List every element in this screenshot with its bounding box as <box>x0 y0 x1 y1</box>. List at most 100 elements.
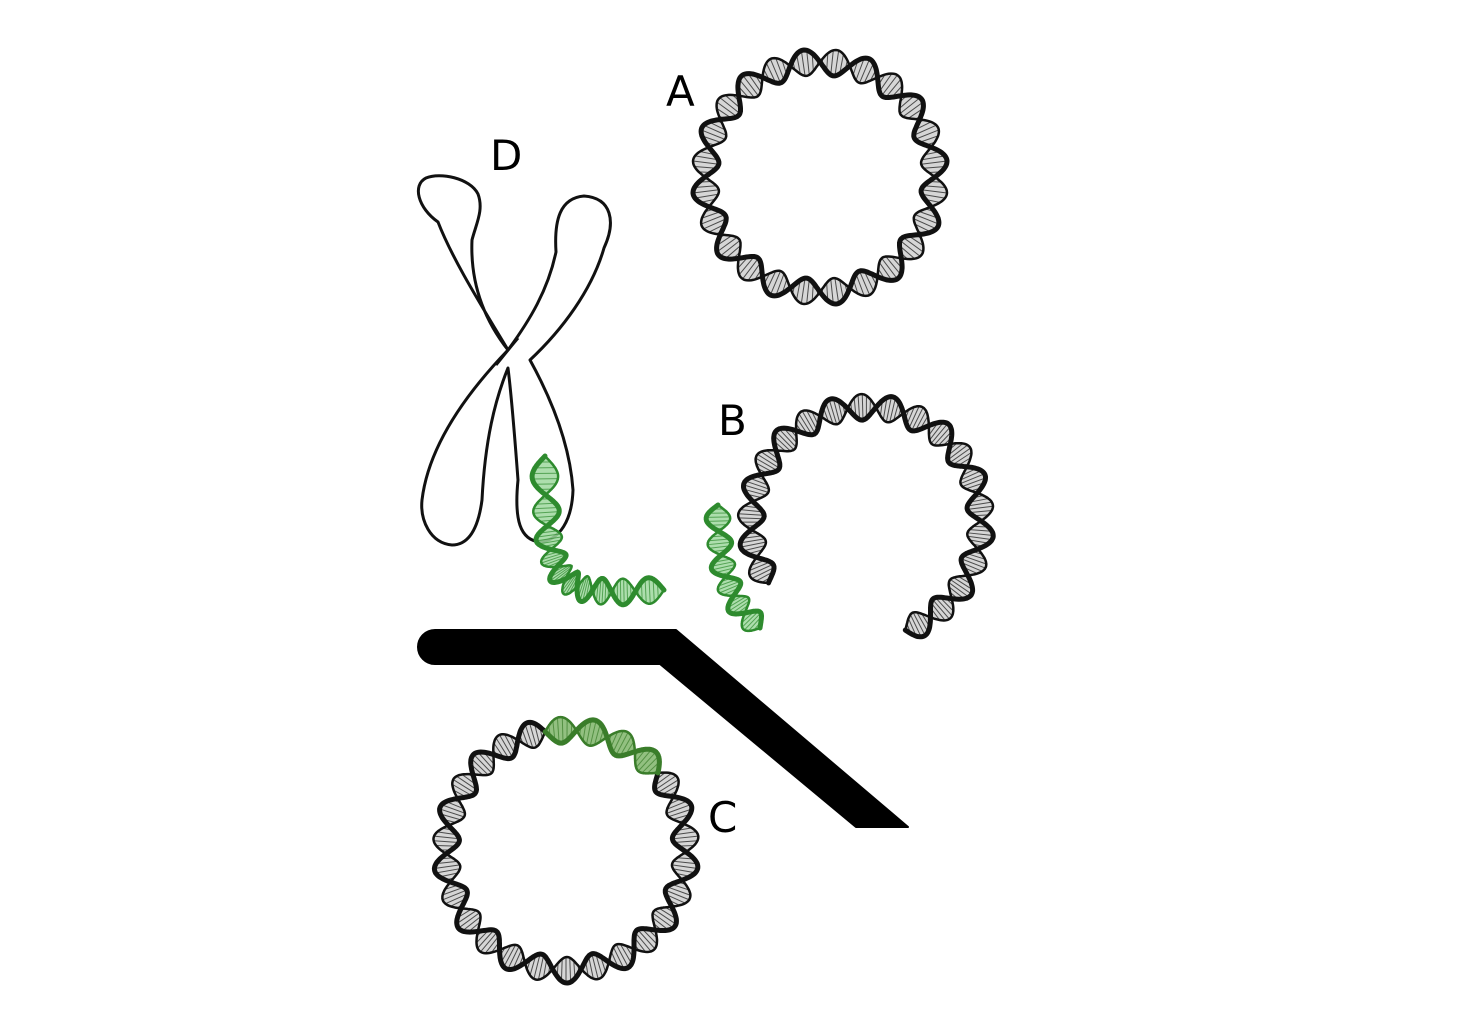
foreign-b-helix-base-pair <box>728 597 749 612</box>
plasmid-c-host-helix-base-pair <box>656 779 679 794</box>
plasmid-a-helix-base-pair <box>800 278 806 304</box>
plasmid-c-insert-helix-base-pair <box>612 730 624 753</box>
label-d: D <box>490 131 522 180</box>
plasmid-c-host-helix-base-pair <box>462 916 481 932</box>
chromosome-d <box>416 174 612 547</box>
plasmid-a-helix-base-pair <box>716 101 738 118</box>
plasmid-c-host-helix-base-pair <box>637 929 656 950</box>
plasmid-c-host-helix-base-pair <box>480 931 498 953</box>
chromatid-center-line <box>494 337 520 366</box>
plasmid-a-helix-base-pair <box>692 189 719 194</box>
foreign-chrom-helix-base-pair <box>626 580 629 603</box>
plasmid-a-helix-base-pair <box>738 79 755 98</box>
plasmid-b-helix-base-pair <box>911 407 924 431</box>
plasmid-a-helix-base-pair <box>738 256 755 275</box>
plasmid-a-helix-base-pair <box>834 50 840 76</box>
foreign-b-helix-base-pair <box>711 564 736 571</box>
plasmid-c-host-helix-base-pair <box>673 860 698 865</box>
foreign-chrom-helix-base-pair <box>533 511 560 514</box>
plasmid-a-helix-base-pair <box>742 74 759 97</box>
plasmid-a-helix-base-pair <box>914 214 939 225</box>
plasmid-c-host-helix-base-pair <box>452 783 473 797</box>
plasmid-b-helix-base-pair <box>801 410 816 434</box>
plasmid-b-helix-base-pair <box>930 423 949 444</box>
plasmid-a-helix-base-pair <box>902 236 924 253</box>
plasmid-c-host-helix-base-pair <box>588 956 594 979</box>
foreign-chrom-helix-strand-2 <box>532 454 666 606</box>
plasmid-c-host-helix-base-pair <box>477 929 495 949</box>
plasmid-a-helix-base-pair <box>716 236 738 253</box>
foreign-chrom-helix-base-pair <box>598 578 602 604</box>
plasmid-c-host-helix-base-pair <box>435 868 461 874</box>
plasmid-a-helix-base-pair <box>769 58 781 84</box>
plasmid-b-helix-base-pair <box>825 402 834 424</box>
plasmid-b-helix-base-pair <box>861 394 864 420</box>
foreign-chrom-helix-base-pair <box>536 533 561 538</box>
plasmid-b-helix-base-pair <box>773 435 791 452</box>
plasmid-c-host-helix-base-pair <box>503 944 516 968</box>
plasmid-c-host-helix-base-pair <box>458 912 480 929</box>
plasmid-b-helix-base-pair <box>969 529 992 532</box>
plasmid-b-helix-base-pair <box>740 541 767 548</box>
plasmid-b-helix-base-pair <box>740 538 765 544</box>
plasmid-b-helix-base-pair <box>929 421 944 441</box>
foreign-chrom-helix-base-pair <box>549 565 572 582</box>
plasmid-a-helix-base-pair <box>692 160 719 165</box>
foreign-b-helix-base-pair <box>706 520 730 522</box>
plasmid-c-recombinant <box>431 715 701 986</box>
plasmid-c-host-helix-base-pair <box>442 886 464 896</box>
plasmid-c-host-helix-base-pair <box>470 758 489 776</box>
plasmid-c-host-helix-strand-2 <box>432 730 700 981</box>
plasmid-c-host-helix-base-pair <box>666 804 692 814</box>
plasmid-a-helix-base-pair <box>913 218 937 230</box>
plasmid-a-helix-base-pair <box>806 50 810 75</box>
plasmid-b-helix-base-pair <box>798 413 813 435</box>
plasmid-a-helix-base-pair <box>775 273 785 296</box>
plasmid-a-helix-base-pair <box>703 124 727 136</box>
plasmid-b-helix-base-pair <box>757 453 780 469</box>
plasmid-a-helix-base-pair <box>765 62 777 84</box>
plasmid-c-insert-helix-base-pair <box>615 732 629 756</box>
foreign-b-helix-base-pair <box>711 561 734 567</box>
plasmid-b-helix-base-pair <box>932 599 950 620</box>
plasmid-c-host-helix-base-pair <box>435 860 458 865</box>
plasmid-a-helix-base-pair <box>923 165 946 169</box>
plasmid-c-insert-helix-base-pair <box>637 751 657 772</box>
plasmid-b-helix-strand-2 <box>736 392 995 632</box>
plasmid-a-helix-base-pair <box>921 189 948 194</box>
plasmid-c-host-helix-base-pair <box>673 868 696 874</box>
plasmid-a-helix-base-pair <box>855 273 865 296</box>
plasmid-a-helix-base-pair <box>863 270 875 292</box>
plasmid-a-helix-base-pair <box>694 165 717 169</box>
plasmid-a-helix-base-pair <box>859 270 871 296</box>
plasmid-b-helix-base-pair <box>743 484 769 493</box>
plasmid-a-helix-base-pair <box>719 97 741 114</box>
plasmid-b-helix-base-pair <box>755 457 778 472</box>
plasmid-b-helix-base-pair <box>947 444 968 461</box>
plasmid-a-helix-base-pair <box>899 97 921 114</box>
plasmid-c-insert-helix-base-pair <box>586 719 592 745</box>
plasmid-a-helix-base-pair <box>885 79 902 98</box>
plasmid-b-helix-base-pair <box>967 505 994 510</box>
plasmid-b-helix-base-pair <box>930 602 946 621</box>
plasmid-b-helix-base-pair <box>908 406 920 429</box>
plasmid-c-host-helix-base-pair <box>524 723 534 748</box>
plasmid-a-helix-base-pair <box>694 185 717 189</box>
plasmid-a-helix-base-pair <box>830 50 834 75</box>
plasmid-a-helix-base-pair <box>921 155 946 161</box>
plasmid-b-helix-base-pair <box>828 399 838 425</box>
plasmid-c-host-helix-base-pair <box>666 886 691 896</box>
plasmid-a-helix-base-pair <box>765 270 777 292</box>
plasmid-a-helix-base-pair <box>747 73 762 92</box>
plasmid-c-insert-helix-base-pair <box>641 755 659 774</box>
plasmid-c-host-helix-base-pair <box>641 928 658 945</box>
plasmid-b-helix-base-pair <box>933 426 951 446</box>
plasmid-a-helix-strand-2 <box>691 48 949 306</box>
foreign-b-helix-base-pair <box>727 596 747 609</box>
plasmid-b-helix-base-pair <box>775 431 795 451</box>
foreign-chrom-helix-base-pair <box>623 578 625 605</box>
plasmid-a-helix-base-pair <box>800 50 806 76</box>
plasmid-b-helix-base-pair <box>914 410 927 431</box>
plasmid-a-helix-base-pair <box>806 279 810 304</box>
plasmid-b-helix-base-pair <box>857 394 861 420</box>
